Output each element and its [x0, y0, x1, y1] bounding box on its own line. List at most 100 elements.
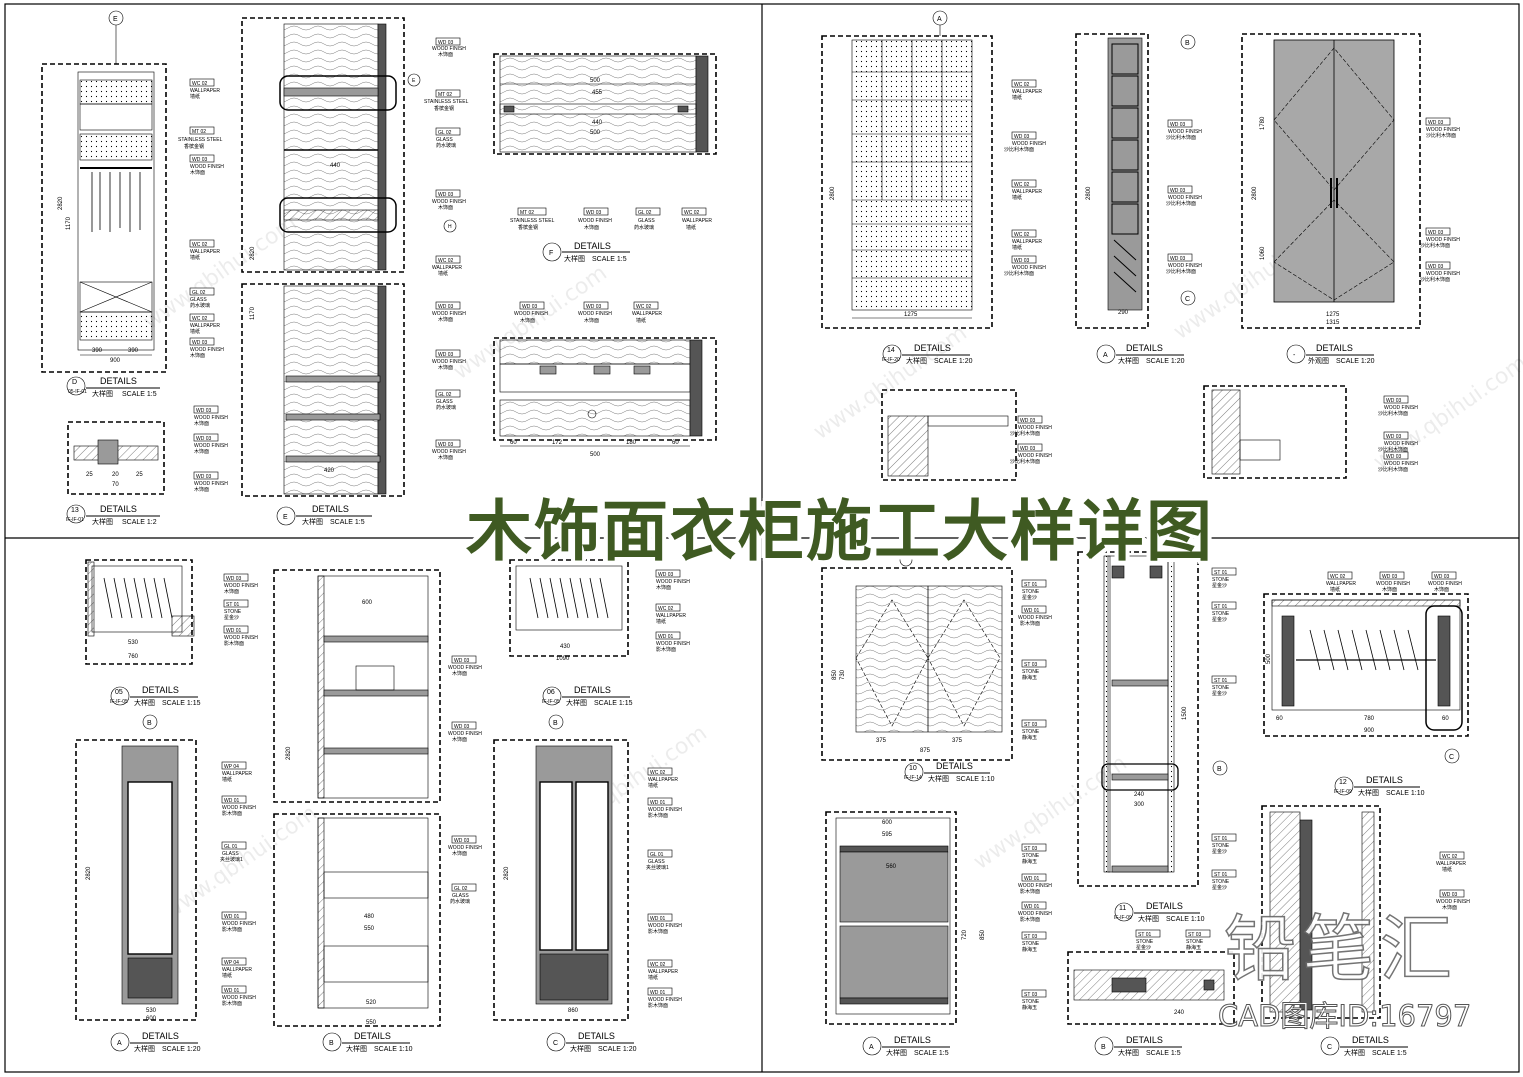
- svg-text:DETAILS: DETAILS: [142, 1031, 179, 1041]
- svg-text:WOOD FINISH: WOOD FINISH: [432, 449, 466, 455]
- svg-text:WD 01: WD 01: [224, 914, 240, 920]
- svg-text:WOOD FINISH: WOOD FINISH: [194, 481, 228, 487]
- svg-text:WOOD FINISH: WOOD FINISH: [1428, 581, 1462, 587]
- svg-text:850: 850: [980, 929, 986, 940]
- svg-text:影木饰面: 影木饰面: [648, 1002, 668, 1009]
- svg-text:夹丝玻璃1: 夹丝玻璃1: [646, 864, 669, 871]
- svg-text:WOOD FINISH: WOOD FINISH: [432, 311, 466, 317]
- svg-text:星金沙: 星金沙: [1212, 616, 1227, 623]
- svg-text:60: 60: [1442, 716, 1449, 722]
- svg-text:300: 300: [1134, 802, 1145, 808]
- svg-text:WD 03: WD 03: [1170, 122, 1186, 128]
- svg-text:WOOD FINISH: WOOD FINISH: [432, 359, 466, 365]
- svg-text:WOOD FINISH: WOOD FINISH: [578, 218, 612, 224]
- svg-text:DETAILS: DETAILS: [1352, 1035, 1389, 1045]
- svg-text:WD 01: WD 01: [226, 628, 242, 634]
- svg-text:IF-IF-09: IF-IF-09: [1334, 789, 1352, 795]
- svg-text:14: 14: [887, 347, 895, 354]
- svg-text:DETAILS: DETAILS: [578, 1031, 615, 1041]
- svg-text:WD 03: WD 03: [1386, 398, 1402, 404]
- svg-text:2800: 2800: [1252, 186, 1258, 200]
- svg-text:WALLPAPER: WALLPAPER: [648, 777, 678, 783]
- svg-text:WD 03: WD 03: [1014, 258, 1030, 264]
- svg-text:大样图: 大样图: [1138, 914, 1159, 923]
- svg-text:2800: 2800: [830, 186, 836, 200]
- svg-text:STONE: STONE: [1212, 843, 1230, 849]
- svg-text:440: 440: [330, 163, 341, 169]
- svg-text:WD 03: WD 03: [196, 408, 212, 414]
- svg-text:DETAILS: DETAILS: [936, 761, 973, 771]
- svg-text:香槟金钢: 香槟金钢: [518, 224, 538, 231]
- svg-text:60: 60: [510, 440, 517, 446]
- svg-text:GLASS: GLASS: [452, 893, 469, 899]
- svg-text:B: B: [1101, 1044, 1106, 1051]
- svg-text:SCALE 1:20: SCALE 1:20: [934, 358, 973, 365]
- svg-text:13: 13: [71, 507, 79, 514]
- svg-text:星金沙: 星金沙: [1136, 944, 1151, 951]
- svg-text:墙纸: 墙纸: [656, 618, 666, 625]
- svg-text:www.qbihui.com: www.qbihui.com: [139, 211, 302, 335]
- svg-text:WC 02: WC 02: [636, 304, 652, 310]
- svg-text:SCALE 1:20: SCALE 1:20: [162, 1046, 201, 1053]
- svg-text:780: 780: [1364, 716, 1375, 722]
- svg-text:WC 02: WC 02: [438, 258, 454, 264]
- svg-text:墙纸: 墙纸: [190, 93, 200, 100]
- svg-text:730: 730: [840, 669, 846, 680]
- svg-text:大样图: 大样图: [1344, 1048, 1365, 1057]
- svg-text:WOOD FINISH: WOOD FINISH: [1168, 195, 1202, 201]
- svg-text:药水玻璃: 药水玻璃: [450, 898, 470, 905]
- svg-text:墙纸: 墙纸: [1012, 194, 1022, 201]
- svg-text:WALLPAPER: WALLPAPER: [1012, 189, 1042, 195]
- svg-text:WOOD FINISH: WOOD FINISH: [1018, 453, 1052, 459]
- svg-text:大样图: 大样图: [1358, 788, 1379, 797]
- svg-text:290: 290: [1118, 310, 1129, 316]
- brand-logo: 铅笔汇: [1223, 906, 1459, 992]
- svg-text:DETAILS: DETAILS: [1126, 343, 1163, 353]
- svg-text:530: 530: [128, 640, 139, 646]
- svg-text:WOOD FINISH: WOOD FINISH: [448, 665, 482, 671]
- svg-text:大样图: 大样图: [564, 254, 585, 263]
- svg-text:大样图: 大样图: [302, 517, 323, 526]
- svg-text:500: 500: [590, 78, 601, 84]
- svg-text:ST 03: ST 03: [1024, 846, 1037, 852]
- svg-text:WC 02: WC 02: [684, 210, 700, 216]
- svg-text:木饰面: 木饰面: [438, 316, 453, 323]
- svg-text:STONE: STONE: [1212, 879, 1230, 885]
- svg-text:WOOD FINISH: WOOD FINISH: [648, 997, 682, 1003]
- svg-text:60: 60: [1276, 716, 1283, 722]
- svg-text:WOOD FINISH: WOOD FINISH: [514, 311, 548, 317]
- svg-text:WOOD FINISH: WOOD FINISH: [190, 164, 224, 170]
- svg-text:沙比利木饰面: 沙比利木饰面: [1166, 200, 1196, 207]
- svg-text:70: 70: [112, 482, 119, 488]
- svg-text:WD 03: WD 03: [192, 157, 208, 163]
- svg-text:WD 03: WD 03: [454, 838, 470, 844]
- svg-text:墙纸: 墙纸: [222, 972, 232, 979]
- svg-text:WC 02: WC 02: [1014, 232, 1030, 238]
- svg-text:WOOD FINISH: WOOD FINISH: [656, 579, 690, 585]
- svg-text:木饰面: 木饰面: [1442, 904, 1457, 911]
- svg-text:SCALE 1:15: SCALE 1:15: [594, 700, 633, 707]
- svg-text:静海玉: 静海玉: [1186, 944, 1201, 951]
- svg-text:MT 02: MT 02: [438, 92, 452, 98]
- svg-text:DETAILS: DETAILS: [142, 685, 179, 695]
- svg-text:大样图: 大样图: [92, 389, 113, 398]
- svg-text:IF-IF-05: IF-IF-05: [542, 699, 560, 705]
- svg-text:GLASS: GLASS: [190, 297, 207, 303]
- svg-text:SCALE 1:5: SCALE 1:5: [1146, 1050, 1181, 1057]
- svg-text:木饰面: 木饰面: [656, 584, 671, 591]
- svg-text:静海玉: 静海玉: [1022, 946, 1037, 953]
- svg-text:DETAILS: DETAILS: [100, 504, 137, 514]
- page-title: 木饰面衣柜施工大样详图: [466, 493, 1214, 570]
- svg-text:WALLPAPER: WALLPAPER: [222, 967, 252, 973]
- svg-text:SCALE 1:5: SCALE 1:5: [1372, 1050, 1407, 1057]
- svg-text:C: C: [1327, 1044, 1332, 1051]
- svg-text:STONE: STONE: [1022, 589, 1040, 595]
- svg-text:WD 03: WD 03: [1428, 230, 1444, 236]
- svg-text:850: 850: [832, 669, 838, 680]
- svg-text:墙纸: 墙纸: [636, 317, 646, 324]
- svg-text:WOOD FINISH: WOOD FINISH: [1012, 141, 1046, 147]
- svg-text:墙纸: 墙纸: [1012, 94, 1022, 101]
- svg-text:B: B: [1185, 40, 1190, 47]
- svg-text:大样图: 大样图: [570, 1044, 591, 1053]
